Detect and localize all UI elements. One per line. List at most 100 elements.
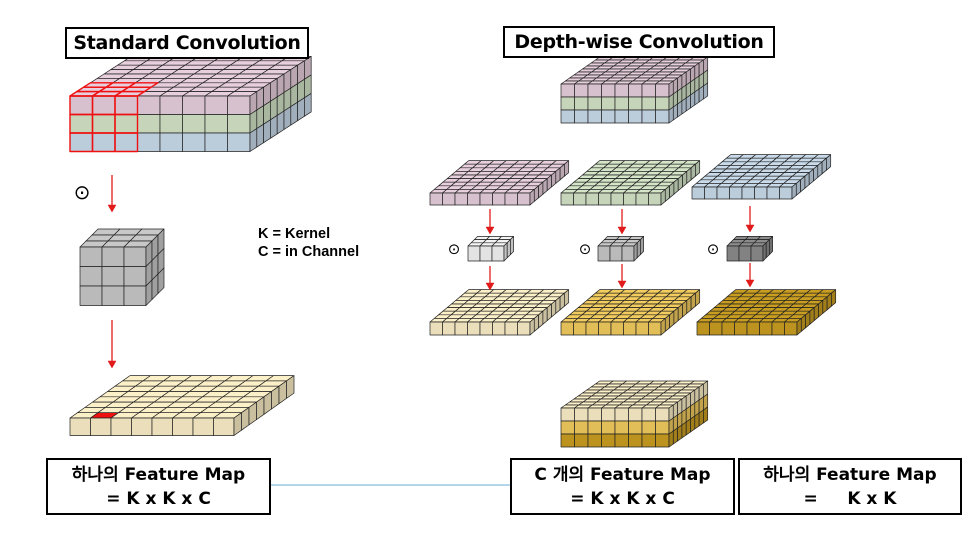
front-cell [101,246,125,267]
front-cell [123,246,147,267]
feature-map-single-line1: 하나의 Feature Map [763,464,937,485]
side-cell [698,409,704,427]
standard-convolution-title: Standard Convolution [65,27,309,59]
front-cell [750,245,764,262]
front-cell [110,417,132,436]
arrow-std-1-head [107,204,117,213]
side-cell [681,97,687,115]
front-cell [614,407,629,422]
front-cell [610,192,624,206]
standard-output-feature-map [69,375,295,436]
side-cell [633,242,638,262]
front-cell [151,417,173,436]
side-cell [249,128,258,152]
side-cell [831,289,837,307]
front-cell [429,321,443,336]
arrow-dw-pink-1-head [485,226,495,235]
front-cell [159,132,183,152]
front-cell [648,321,662,336]
front-cell [587,83,602,98]
side-cell [304,93,312,117]
front-cell [467,245,481,262]
front-cell [182,95,206,115]
front-cell [655,407,670,422]
front-cell [614,96,629,111]
front-cell [598,192,612,206]
depthwise-channel-green [560,160,701,206]
front-cell [123,285,147,306]
front-cell [467,321,481,336]
front-cell [746,321,760,336]
legend: K = Kernel C = in Channel [258,225,359,261]
arrow-dw-blue-1-head [745,224,755,233]
front-cell [601,83,616,98]
front-cell [517,192,531,206]
front-cell [560,96,575,111]
front-cell [779,186,793,200]
side-cell [703,82,709,100]
front-cell [601,109,616,124]
side-cell [765,239,770,259]
front-cell [587,407,602,422]
front-cell [137,114,161,134]
front-cell [601,96,616,111]
front-cell [560,192,574,206]
front-cell [655,109,670,124]
front-cell [204,95,228,115]
front-cell [159,95,183,115]
front-cell [641,83,656,98]
depthwise-input-tensor [560,56,709,124]
feature-map-standard-line1: 하나의 Feature Map [71,464,246,485]
operator-symbol-pink: ⊙ [448,240,461,258]
front-cell [691,186,705,200]
front-cell [741,186,755,200]
front-cell [628,109,643,124]
front-cell [734,321,748,336]
front-cell [227,95,251,115]
front-cell [69,95,93,115]
operator-symbol-blue: ⊙ [707,240,720,258]
front-cell [442,321,456,336]
front-cell [614,83,629,98]
front-cell [635,192,649,206]
front-cell [90,417,112,436]
arrow-dw-pink-2-head [485,282,495,291]
operator-symbol-standard: ⊙ [74,180,91,204]
operator-symbol-green: ⊙ [579,240,592,258]
front-cell [587,433,602,448]
front-cell [182,132,206,152]
side-cell [263,119,271,144]
kernel-window-top [127,82,159,88]
front-cell [704,186,718,200]
side-cell [762,242,767,262]
kernel-window-front [114,132,139,153]
feature-map-single-box: 하나의 Feature Map = K x K [738,458,962,515]
legend-channel: C = in Channel [258,244,360,260]
front-cell [597,245,611,262]
front-cell [574,83,589,98]
front-cell [101,266,125,287]
side-cell [564,160,570,177]
front-cell [479,321,493,336]
depthwise-convolution-title: Depth-wise Convolution [503,26,775,58]
front-cell [159,114,183,134]
front-cell [628,407,643,422]
side-cell [677,424,683,442]
front-cell [454,321,468,336]
depthwise-title-text: Depth-wise Convolution [514,31,764,53]
side-cell [510,236,514,255]
front-cell [504,192,518,206]
side-cell [681,421,687,439]
side-cell [826,154,832,171]
front-cell [614,433,629,448]
front-cell [573,321,587,336]
front-cell [560,321,574,336]
front-cell [628,433,643,448]
front-cell [560,407,575,422]
arrow-dw-blue-2-head [745,279,755,288]
front-cell [454,192,468,206]
side-cell [668,106,674,124]
side-cell [685,94,691,112]
front-cell [227,132,251,152]
front-cell [628,83,643,98]
